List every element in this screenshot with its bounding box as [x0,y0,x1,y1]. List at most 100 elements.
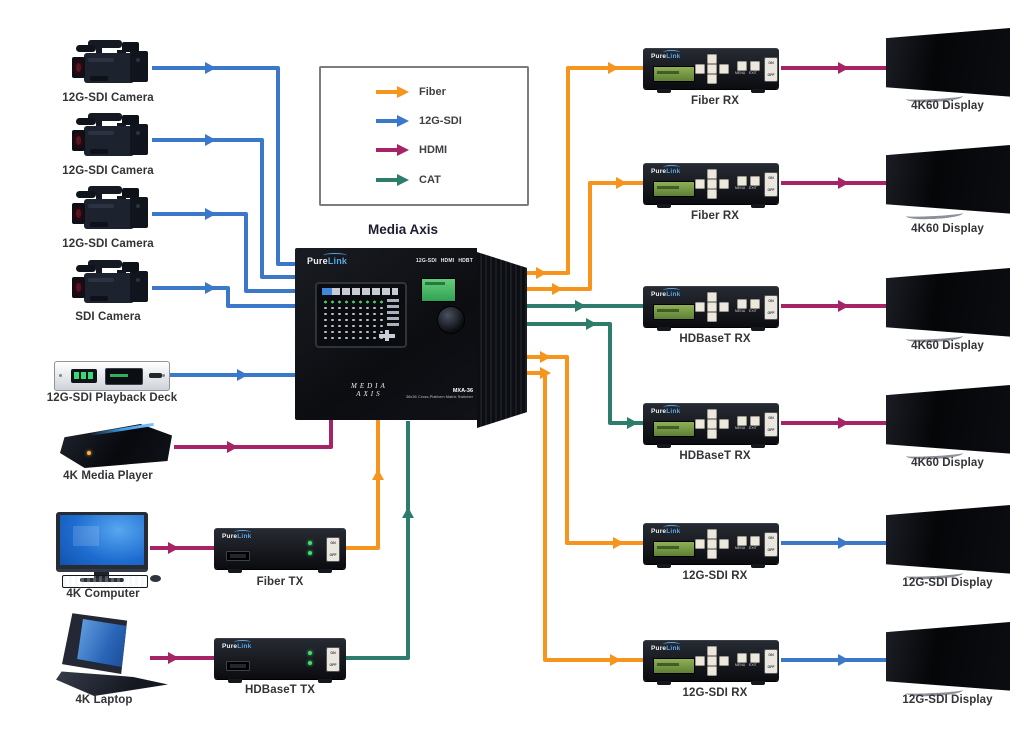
legend-row-sdi: 12G-SDI [375,114,462,128]
exit-button [750,61,760,71]
rx-3-label: HDBaseT RX [679,333,751,345]
display-5-label: 12G-SDI Display [902,577,993,589]
camera-1-icon [70,38,152,96]
menu-button [737,416,747,426]
lcd-screen [653,66,695,82]
wire-mediaplayer-to-switcher [174,418,333,449]
deck-slot-icon [149,373,162,378]
camera-4-label: SDI Camera [75,311,141,323]
media-player [60,422,172,468]
menu-button [737,299,747,309]
menu-button [737,536,747,546]
model-text: MXA-36 36x36 Cross-Platform Matrix Switc… [405,388,473,399]
dpad-icon [379,330,395,341]
lcd-screen [653,658,695,674]
wire-camera3-to-switcher [152,212,300,293]
switcher-side-vents [477,252,527,428]
status-led-icon [308,661,312,665]
display-3-label: 4K60 Display [911,340,984,352]
wire-hdbasettx-to-switcher [344,421,410,660]
playback-deck [54,361,170,391]
switcher-title: Media Axis [367,222,439,237]
exit-button [750,176,760,186]
legend-box: Fiber 12G-SDI HDMI CAT [319,66,529,206]
purelink-logo: PureLink [651,642,681,652]
lcd-screen [653,541,695,557]
laptop-screen-icon [62,613,128,674]
menu-button [737,653,747,663]
rx-4-label: HDBaseT RX [679,450,751,462]
lcd-screen [421,278,456,302]
rx-1-label: Fiber RX [690,95,740,107]
display-4k60-1 [886,28,1010,106]
purelink-logo: PureLink [651,165,681,175]
exit-button [750,299,760,309]
desktop-computer [56,512,160,588]
menu-button [737,61,747,71]
media-player-label: 4K Media Player [63,470,153,482]
fiber-tx-label: Fiber TX [256,576,304,588]
legend-label-hdmi: HDMI [419,144,448,156]
lcd-screen [653,181,695,197]
hdbaset-tx-label: HDBaseT TX [244,684,316,696]
monitor-icon [56,512,148,572]
deck-vu-meter-icon [71,369,97,383]
hdmi-port-icon [226,661,250,671]
lcd-screen [653,304,695,320]
wire-fibertx-to-switcher [344,418,380,550]
wire-arrowheads [168,62,849,666]
playback-deck-label: 12G-SDI Playback Deck [46,392,178,404]
status-led-icon [308,551,312,555]
fiber-arrow-icon [376,86,409,98]
purelink-logo: PureLink [222,530,252,540]
display-6-label: 12G-SDI Display [902,694,993,706]
rx-6-label: 12G-SDI RX [682,687,748,699]
hdmi-port-icon [226,551,250,561]
hdmi-arrow-icon [376,144,409,156]
purelink-logo: PureLink [651,405,681,415]
exit-button [750,416,760,426]
badge-hdmi: HDMI [440,258,455,264]
display-4-label: 4K60 Display [911,457,984,469]
deck-display-icon [105,368,143,385]
keyboard-icon [62,575,148,588]
camera-2-label: 12G-SDI Camera [62,165,154,177]
camera-4-icon [70,258,152,316]
sdi-arrow-icon [376,115,409,127]
laptop [54,612,170,698]
camera-3-icon [70,184,152,242]
matrix-switcher: Media Axis PureLink 12G-SDI HDMI HDBT ME… [293,222,533,440]
purelink-logo: PureLink [307,253,348,266]
wire-switcher-to-rx5 [508,355,648,545]
exit-button [750,536,760,546]
display-1-label: 4K60 Display [911,100,984,112]
legend-row-fiber: Fiber [375,85,446,99]
laptop-label: 4K Laptop [75,694,133,706]
rx-5-label: 12G-SDI RX [682,570,748,582]
computer-label: 4K Computer [66,588,140,600]
mouse-icon [150,575,161,582]
display-4k60-3 [886,268,1010,346]
legend-label-sdi: 12G-SDI [419,115,462,127]
purelink-logo: PureLink [651,288,681,298]
status-led-icon [308,651,312,655]
legend-label-fiber: Fiber [419,86,446,98]
camera-2-icon [70,111,152,169]
display-4k60-4 [886,385,1010,463]
media-player-led-icon [86,451,91,456]
